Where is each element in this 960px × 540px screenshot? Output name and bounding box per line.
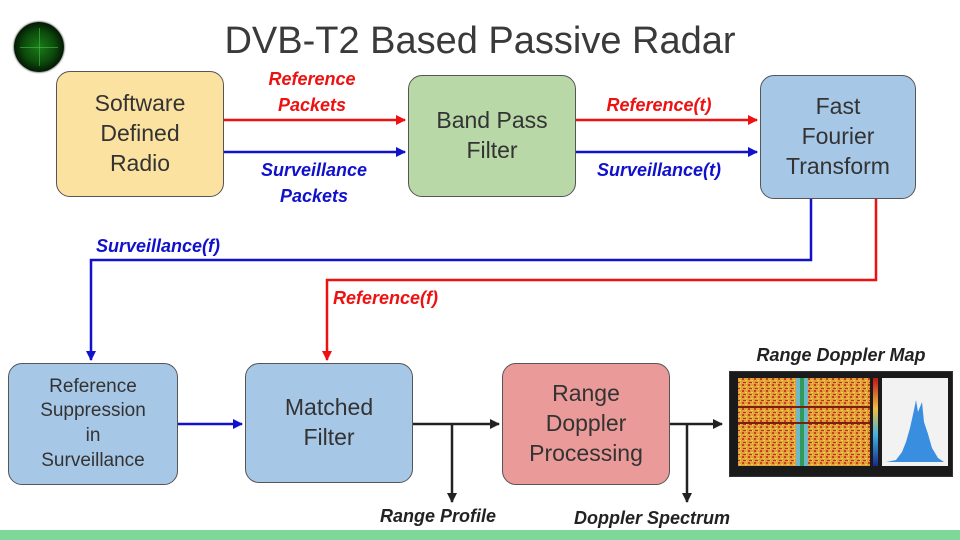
wire-surv-f xyxy=(86,198,813,361)
label-doppler-spectrum: Doppler Spectrum xyxy=(574,508,731,528)
fft-block: Fast Fourier Transform xyxy=(760,75,916,199)
range-doppler-map-thumbnail xyxy=(730,372,952,476)
label-surveillance-packets: Surveillance Packets xyxy=(260,160,368,207)
label-reference-packets: Reference Packets xyxy=(268,69,356,116)
reference-suppression-block: Reference Suppression in Surveillance xyxy=(8,363,178,485)
software-defined-radio-block: Software Defined Radio xyxy=(56,71,224,197)
radar-logo-icon xyxy=(14,22,64,72)
matched-filter-block: Matched Filter xyxy=(245,363,413,483)
range-doppler-processing-block: Range Doppler Processing xyxy=(502,363,670,485)
label-reference-t: Reference(t) xyxy=(606,95,712,115)
label-surveillance-f: Surveillance(f) xyxy=(96,236,221,256)
label-range-profile: Range Profile xyxy=(380,506,497,526)
range-doppler-map-image xyxy=(729,371,953,477)
footer-bar xyxy=(0,530,960,540)
wire-ref-f xyxy=(322,198,878,361)
label-reference-f: Reference(f) xyxy=(333,288,439,308)
label-range-doppler-map: Range Doppler Map xyxy=(756,345,926,365)
page-title: DVB-T2 Based Passive Radar xyxy=(224,20,736,62)
band-pass-filter-block: Band Pass Filter xyxy=(408,75,576,197)
label-surveillance-t: Surveillance(t) xyxy=(596,160,722,180)
